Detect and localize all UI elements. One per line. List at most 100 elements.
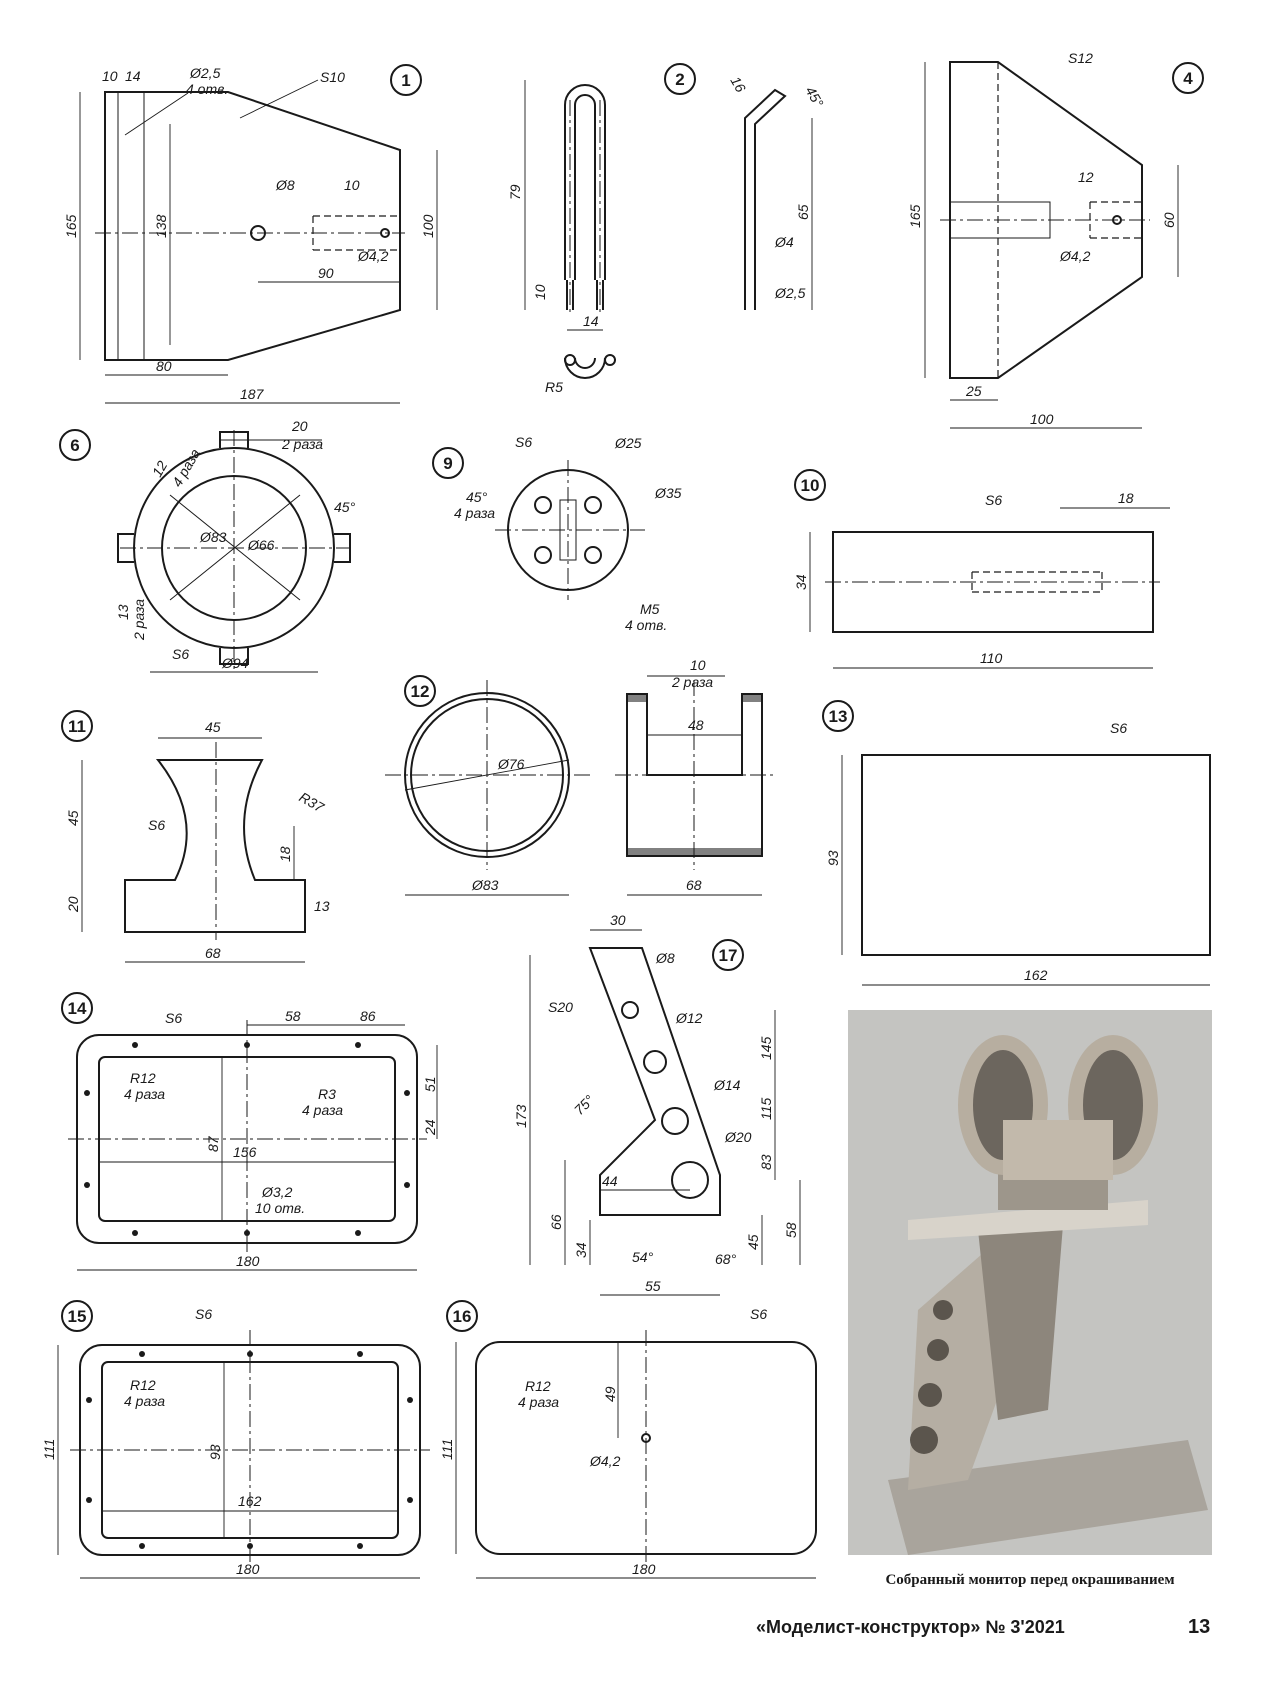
- part-6-dim: 2 раза: [281, 436, 323, 452]
- part-11-dim: 18: [277, 846, 293, 862]
- part-9-dim: Ø35: [654, 485, 682, 501]
- part-15-material: S6: [195, 1306, 212, 1322]
- part-1-dim: Ø8: [275, 177, 295, 193]
- part-16-drawing: 16 S6 R12 4 раза 49 111 Ø4,2 180: [439, 1300, 817, 1579]
- part-17-dim: Ø12: [675, 1010, 703, 1026]
- photo-caption: Собранный монитор перед окрашиванием: [885, 1572, 1175, 1588]
- part-17-dim: 34: [573, 1242, 589, 1258]
- part-17-dim: 58: [783, 1222, 799, 1238]
- part-11-dim: 45: [65, 810, 81, 826]
- part-14-dim: 156: [233, 1144, 257, 1160]
- part-17-dim: 30: [610, 912, 626, 928]
- part-11-number: 11: [68, 717, 86, 736]
- part-6-dim: Ø94: [221, 655, 249, 671]
- part-6-dim: 13: [115, 604, 131, 620]
- part-17-dim: 54°: [632, 1249, 654, 1265]
- part-10-dim: 110: [980, 650, 1003, 666]
- part-11-dim: R37: [297, 789, 328, 816]
- part-14-dim: 180: [236, 1253, 260, 1269]
- part-1-dim: 4 отв.: [186, 81, 228, 97]
- part-2-dim: 45°: [802, 84, 827, 111]
- part-17-dim: 66: [548, 1214, 564, 1230]
- part-15-dim: 93: [207, 1444, 223, 1460]
- part-12-number: 12: [411, 682, 430, 701]
- part-9-material: S6: [515, 434, 532, 450]
- part-11-drawing: 11 45 45 R37 S6 18 20 13 68: [61, 710, 330, 963]
- part-14-dim: 4 раза: [302, 1102, 343, 1118]
- page-number: 13: [1188, 1616, 1211, 1638]
- part-14-dim: 58: [285, 1008, 301, 1024]
- part-9-drawing: 9 S6 Ø25 45° 4 раза Ø35 M5 4 отв.: [432, 434, 682, 633]
- part-17-dim: 115: [758, 1097, 774, 1120]
- part-13-dim: 162: [1024, 967, 1048, 983]
- part-2-dim: Ø4: [774, 234, 794, 250]
- part-16-number: 16: [453, 1307, 472, 1326]
- part-1-dim: 10: [102, 68, 118, 84]
- part-17-dim: 44: [602, 1173, 618, 1189]
- part-17-number: 17: [719, 946, 738, 965]
- part-17-dim: 68°: [715, 1251, 737, 1267]
- part-12-dim: Ø83: [471, 877, 499, 893]
- part-15-dim: 180: [236, 1561, 260, 1577]
- part-15-dim: 162: [238, 1493, 262, 1509]
- part-6-dim: 20: [291, 418, 308, 434]
- part-17-dim: 45: [745, 1234, 761, 1250]
- part-16-dim: 4 раза: [518, 1394, 559, 1410]
- part-14-dim: 51: [422, 1076, 438, 1092]
- part-1-dim: 80: [156, 358, 172, 374]
- part-1-material: S10: [320, 69, 345, 85]
- part-16-dim: 180: [632, 1561, 656, 1577]
- part-4-dim: 60: [1161, 212, 1177, 228]
- part-14-dim: 86: [360, 1008, 376, 1024]
- part-13-dim: 93: [825, 850, 841, 866]
- part-14-number: 14: [68, 999, 87, 1018]
- part-1-dim: 100: [420, 214, 436, 238]
- part-4-dim: 25: [965, 383, 982, 399]
- part-16-dim: R12: [525, 1378, 551, 1394]
- part-11-material: S6: [148, 817, 165, 833]
- part-1-dim: Ø2,5: [189, 65, 221, 81]
- part-14-dim: Ø3,2: [261, 1184, 293, 1200]
- part-15-dim: 111: [41, 1439, 57, 1460]
- part-11-dim: 20: [65, 896, 81, 913]
- part-10-dim: 34: [793, 574, 809, 590]
- part-12-dim: 68: [686, 877, 702, 893]
- part-17-material: S20: [548, 999, 573, 1015]
- part-12-dim: 2 раза: [671, 674, 713, 690]
- part-13-material: S6: [1110, 720, 1127, 736]
- part-2-dim: 79: [507, 184, 523, 200]
- part-2-dim: 10: [532, 284, 548, 300]
- part-11-dim: 68: [205, 945, 221, 961]
- assembled-monitor-photo: [848, 1010, 1212, 1555]
- part-10-dim: 18: [1118, 490, 1134, 506]
- part-14-drawing: 14 S6 58 86 R12 4 раза 51 R3 4 раза 24 8…: [61, 992, 438, 1271]
- part-2-dim: Ø2,5: [774, 285, 806, 301]
- part-11-dim: 45: [205, 719, 221, 735]
- part-2-dim: 16: [727, 74, 749, 96]
- part-4-dim: 12: [1078, 169, 1094, 185]
- part-17-dim: 83: [758, 1154, 774, 1170]
- part-6-material: S6: [172, 646, 189, 662]
- part-1-drawing: 1 10 14 Ø2,5 4 отв. S10 Ø8 10 138 165 10…: [63, 64, 438, 404]
- part-13-number: 13: [829, 707, 848, 726]
- part-2-number: 2: [675, 70, 684, 89]
- part-12-dim: 10: [690, 657, 706, 673]
- part-9-dim: 4 отв.: [625, 617, 667, 633]
- part-9-dim: M5: [640, 601, 660, 617]
- part-6-dim: 2 раза: [131, 599, 147, 641]
- part-16-dim: 49: [602, 1386, 618, 1402]
- part-17-dim: 145: [758, 1036, 774, 1060]
- part-4-number: 4: [1183, 69, 1193, 88]
- part-14-dim: 87: [205, 1135, 221, 1152]
- part-6-drawing: 6 20 2 раза 12 4 раза 45° Ø83 Ø66 13 2 р…: [59, 418, 356, 673]
- part-16-dim: Ø4,2: [589, 1453, 621, 1469]
- part-9-dim: Ø25: [614, 435, 642, 451]
- part-17-dim: 55: [645, 1278, 661, 1294]
- part-1-dim: 138: [153, 214, 169, 238]
- part-14-dim: 24: [422, 1119, 438, 1136]
- part-10-material: S6: [985, 492, 1002, 508]
- part-4-dim: Ø4,2: [1059, 248, 1091, 264]
- part-1-dim: 165: [63, 214, 79, 238]
- part-10-drawing: 10 S6 18 34 110: [793, 469, 1170, 669]
- part-2-dim: R5: [545, 379, 563, 395]
